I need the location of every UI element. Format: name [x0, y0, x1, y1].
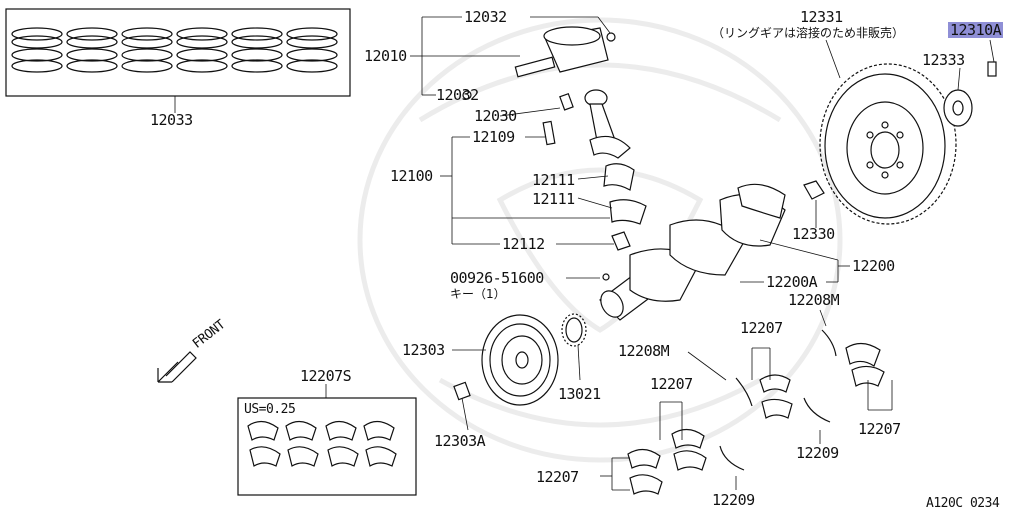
label-12100: 12100	[390, 167, 433, 185]
label-12111-a: 12111	[532, 171, 575, 189]
connecting-rod-icon	[542, 89, 647, 251]
leader-12200	[740, 200, 850, 283]
undersize-bearing-box	[237, 384, 417, 496]
label-12207-mid: 12207	[740, 319, 783, 337]
label-12112: 12112	[502, 235, 545, 253]
label-00926-51600: 00926-51600	[450, 269, 544, 287]
label-12111-b: 12111	[532, 190, 575, 208]
label-12310a[interactable]: 12310A	[948, 21, 1004, 39]
front-arrow-icon	[157, 351, 197, 383]
label-12207-lower: 12207	[650, 375, 693, 393]
label-12207-right: 12207	[858, 420, 901, 438]
label-12032-top: 12032	[464, 8, 507, 26]
leader-12010	[410, 16, 611, 96]
label-12303: 12303	[402, 341, 445, 359]
label-12200a: 12200A	[766, 273, 818, 291]
piston-icon	[462, 26, 616, 100]
main-bearings-icon	[627, 329, 885, 495]
label-13021: 13021	[558, 385, 601, 403]
label-ring-gear-note: （リングギアは溶接のため非販売）	[712, 26, 905, 40]
label-us-note: US=0.25	[244, 402, 296, 417]
undersize-bearings-icon	[247, 420, 397, 467]
leader-12100	[440, 107, 614, 245]
crank-pulley-icon	[452, 314, 559, 431]
label-12208m-left: 12208M	[618, 342, 670, 360]
label-key-note: キー（1）	[450, 287, 506, 301]
label-12010: 12010	[364, 47, 407, 65]
label-12033: 12033	[150, 111, 193, 129]
label-diagram-code: A120C 0234	[926, 496, 1000, 511]
crank-sprocket-icon	[561, 313, 587, 381]
label-12109: 12109	[472, 128, 515, 146]
label-12331: 12331	[800, 8, 843, 26]
label-12303a: 12303A	[434, 432, 486, 450]
label-12209-right: 12209	[796, 444, 839, 462]
label-12207s: 12207S	[300, 367, 352, 385]
label-12333: 12333	[922, 51, 965, 69]
flywheel-plate-icon	[943, 39, 997, 127]
label-12208m-right: 12208M	[788, 291, 840, 309]
label-12200: 12200	[852, 257, 895, 275]
label-12207-bottom: 12207	[536, 468, 579, 486]
label-12209-bottom: 12209	[712, 491, 755, 509]
flywheel-icon	[819, 39, 957, 225]
label-12330: 12330	[792, 225, 835, 243]
piston-ring-set-box	[5, 8, 351, 113]
bearing-leaders	[600, 309, 893, 491]
label-12032-bottom: 12032	[436, 86, 479, 104]
crankshaft-icon	[599, 180, 825, 321]
label-12030: 12030	[474, 107, 517, 125]
piston-rings-icon	[11, 27, 338, 73]
